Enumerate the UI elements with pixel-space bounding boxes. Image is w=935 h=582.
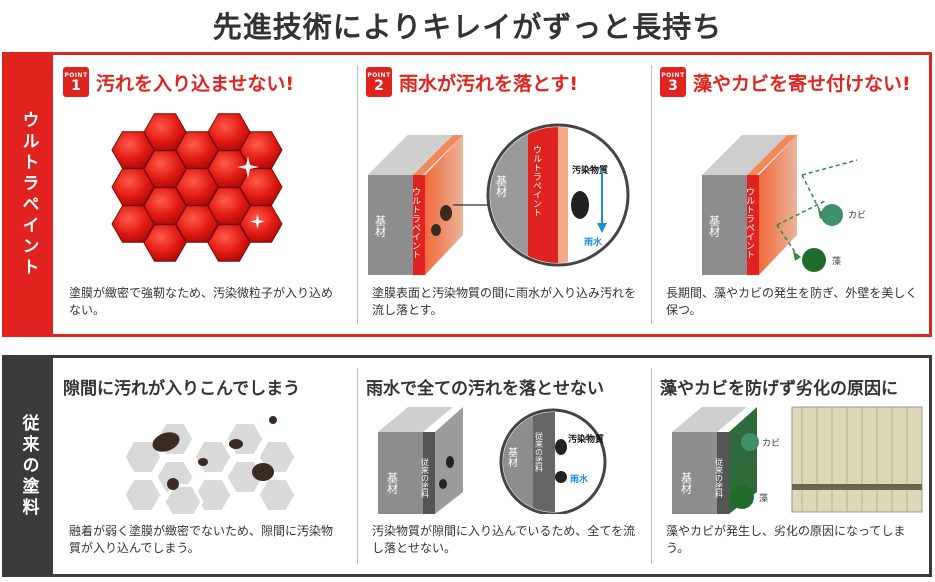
pollutant-label: 汚染物質 — [572, 164, 608, 176]
algae-icon — [730, 485, 754, 509]
algae-label: 藻 — [832, 255, 841, 267]
conventional-heading-1: 隙間に汚れが入りこんでしまう — [63, 378, 301, 399]
point-word: POINT — [661, 71, 685, 79]
paint-label: ウルトラペイント — [410, 187, 421, 259]
sparkle-icon — [250, 214, 265, 229]
conventional-side-label: 従来の塗料 — [5, 358, 53, 574]
paint-label: 従来の塗料 — [715, 457, 724, 499]
red-hexagon — [143, 224, 187, 262]
ultra-paint-side-label: ウルトラペイント — [5, 55, 53, 334]
point-2-heading: 雨水が汚れを落とす! — [399, 72, 579, 95]
degraded-wall-photo — [791, 406, 923, 513]
point-1-description: 塗膜が緻密で強靭なため、汚染微粒子が入り込めない。 — [69, 286, 334, 317]
pollutant-particle — [440, 205, 452, 221]
rain-label: 雨水 — [584, 236, 603, 248]
ultra-paint-side-text: ウルトラペイント — [18, 110, 39, 279]
red-hexagon — [143, 113, 187, 151]
point-3-description: 長期間、藻やカビの発生を防ぎ、外壁を美しく保つ。 — [666, 286, 918, 317]
conventional-side-text: 従来の塗料 — [18, 413, 39, 519]
gray-hexagon — [162, 484, 204, 520]
zoom-paint-label: ウルトラペイント — [531, 145, 542, 217]
page-title: 先進技術によりキレイがずっと長持ち — [212, 10, 723, 44]
mold-label: カビ — [762, 438, 780, 449]
gray-hexagon — [122, 477, 164, 513]
conventional-panel-1: 隙間に汚れが入りこんでしまう 融着が弱く塗膜が緻密でないため、隙間に汚染物質が入… — [63, 368, 348, 564]
red-hexagon-cluster-illustration — [63, 105, 348, 275]
gray-hexagon — [224, 421, 266, 457]
pollutant-label: 汚染物質 — [568, 433, 604, 445]
conventional-panel-3: 藻やカビを防げず劣化の原因に 基材 従来の塗料 カビ 藻 — [651, 368, 926, 564]
point-3-heading: 藻やカビを寄せ付けない! — [693, 72, 911, 95]
point-number: 1 — [71, 77, 81, 94]
base-block — [672, 432, 717, 514]
zoom-base-label: 基材 — [506, 446, 518, 467]
red-hexagon — [111, 131, 155, 169]
gray-hexagon-illustration — [63, 402, 348, 520]
algae-label: 藻 — [759, 492, 768, 504]
red-hexagon — [143, 150, 187, 188]
paint-label: 従来の塗料 — [421, 457, 430, 499]
conventional-description-3: 藻やカビが発生し、劣化の原因になってしまう。 — [666, 524, 906, 555]
rain-label: 雨水 — [570, 473, 589, 485]
point-word: POINT — [367, 71, 391, 79]
gray-hexagon — [122, 439, 164, 475]
point-1-heading: 汚れを入り込ませない! — [96, 72, 295, 95]
mold-label: カビ — [848, 210, 866, 221]
red-hexagons — [111, 113, 283, 262]
base-label: 基材 — [374, 215, 387, 237]
algae-icon — [802, 248, 826, 272]
gray-hexagon — [192, 439, 234, 475]
base-label: 基材 — [708, 215, 721, 237]
gray-hexagon — [256, 477, 298, 513]
point-number: 2 — [374, 77, 384, 94]
pollutant-particles — [152, 416, 277, 490]
conventional-description-2: 汚染物質が隙間に入り込んでいるため、全てを流し落とせない。 — [372, 524, 636, 555]
zoom-paint-label: 従来の塗料 — [535, 431, 544, 473]
red-hexagon — [207, 150, 251, 188]
red-hexagon — [175, 205, 219, 243]
base-block — [702, 175, 747, 275]
red-hexagon — [175, 168, 219, 206]
point-word: POINT — [64, 71, 88, 79]
base-label: 基材 — [680, 472, 693, 494]
mold-icon — [741, 433, 759, 451]
base-label: 基材 — [386, 472, 399, 494]
point-number: 3 — [668, 77, 678, 94]
sparkle-icon — [237, 156, 259, 178]
red-hexagon — [239, 205, 283, 243]
point-2-description: 塗膜表面と汚染物質の間に雨水が入り込み汚れを流し落とす。 — [372, 286, 637, 317]
red-hexagon — [207, 113, 251, 151]
conventional-heading-3: 藻やカビを防げず劣化の原因に — [660, 378, 898, 399]
red-hexagon — [239, 131, 283, 169]
red-hexagon — [111, 205, 155, 243]
conventional-panel-2: 雨水で全ての汚れを落とせない 基材 従来の塗料 基材 — [357, 368, 642, 564]
red-hexagon — [111, 168, 155, 206]
red-hexagon — [143, 187, 187, 225]
rain-washing-illustration: 基材 ウルトラペイント 基材 ウルトラペイント 汚染物質 — [358, 105, 642, 275]
mold-icon — [821, 204, 843, 226]
paint-label: ウルトラペイント — [744, 187, 755, 259]
gray-hexagons — [122, 421, 298, 520]
base-block — [378, 432, 423, 514]
zoom-base-label: 基材 — [495, 175, 508, 197]
sparkle-icons — [237, 156, 265, 229]
mold-repel-illustration: 基材 ウルトラペイント カビ 藻 — [652, 105, 926, 275]
conventional-description-1: 融着が弱く塗膜が緻密でないため、隙間に汚染物質が入り込んでしまう。 — [69, 524, 334, 555]
conventional-rain-illustration: 基材 従来の塗料 基材 従来の塗料 汚染物質 雨水 — [358, 402, 642, 516]
red-hexagon — [175, 131, 219, 169]
conventional-heading-2: 雨水で全ての汚れを落とせない — [366, 378, 604, 399]
red-hexagon — [207, 224, 251, 262]
pollutant-blob — [571, 191, 589, 219]
red-hexagon — [207, 187, 251, 225]
red-hexagon — [239, 168, 283, 206]
conventional-mold-illustration: 基材 従来の塗料 カビ 藻 — [652, 402, 926, 514]
conventional-paint-section: 従来の塗料 隙間に汚れが入りこんでしまう 融着が弱く塗膜が緻密でないため、隙間に… — [2, 355, 932, 577]
